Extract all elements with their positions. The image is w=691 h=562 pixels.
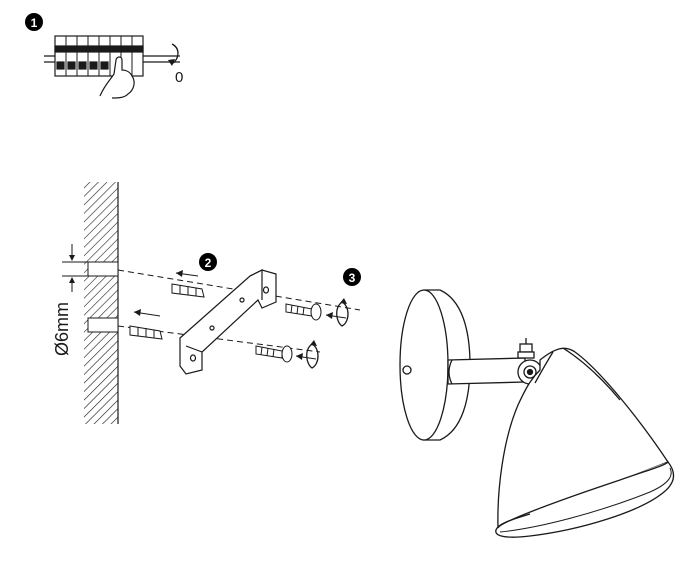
step3-group: 3 (255, 268, 361, 369)
drill-hole-upper (87, 261, 119, 277)
step3-badge (343, 268, 361, 286)
screw-upper (285, 303, 322, 321)
insert-arrow-upper (175, 270, 199, 277)
screw-lower (255, 345, 293, 363)
wall-lamp-illustration (399, 289, 675, 538)
step1-breaker-group: 1 0 (25, 13, 183, 99)
wall-section: Ø6mm (52, 182, 119, 424)
step3-number: 3 (349, 271, 356, 285)
step1-badge (25, 13, 43, 31)
wall-hatching (84, 182, 118, 424)
insert-arrow-lower (133, 309, 161, 317)
breaker-panel-icon (44, 35, 180, 77)
step2-number: 2 (205, 256, 212, 270)
drill-diameter-label: Ø6mm (52, 302, 72, 356)
screwdriver-arrow-lower (295, 340, 319, 369)
rotate-arrow-icon (171, 43, 179, 65)
step2-group: 2 (117, 253, 361, 375)
step2-badge (199, 253, 217, 271)
mounting-bracket (179, 269, 277, 375)
rotate-screw-icon-upper (336, 301, 349, 327)
screwdriver-arrow-upper (325, 298, 349, 327)
rotate-screw-icon-lower (306, 343, 319, 369)
lamp-arm (447, 357, 526, 385)
switch-off-label: 0 (175, 69, 183, 86)
hand-icon (99, 56, 135, 99)
drill-hole-lower (87, 317, 119, 333)
step1-number: 1 (31, 16, 38, 30)
wall-plug-upper (171, 283, 205, 298)
wall-plug-lower (129, 325, 163, 340)
